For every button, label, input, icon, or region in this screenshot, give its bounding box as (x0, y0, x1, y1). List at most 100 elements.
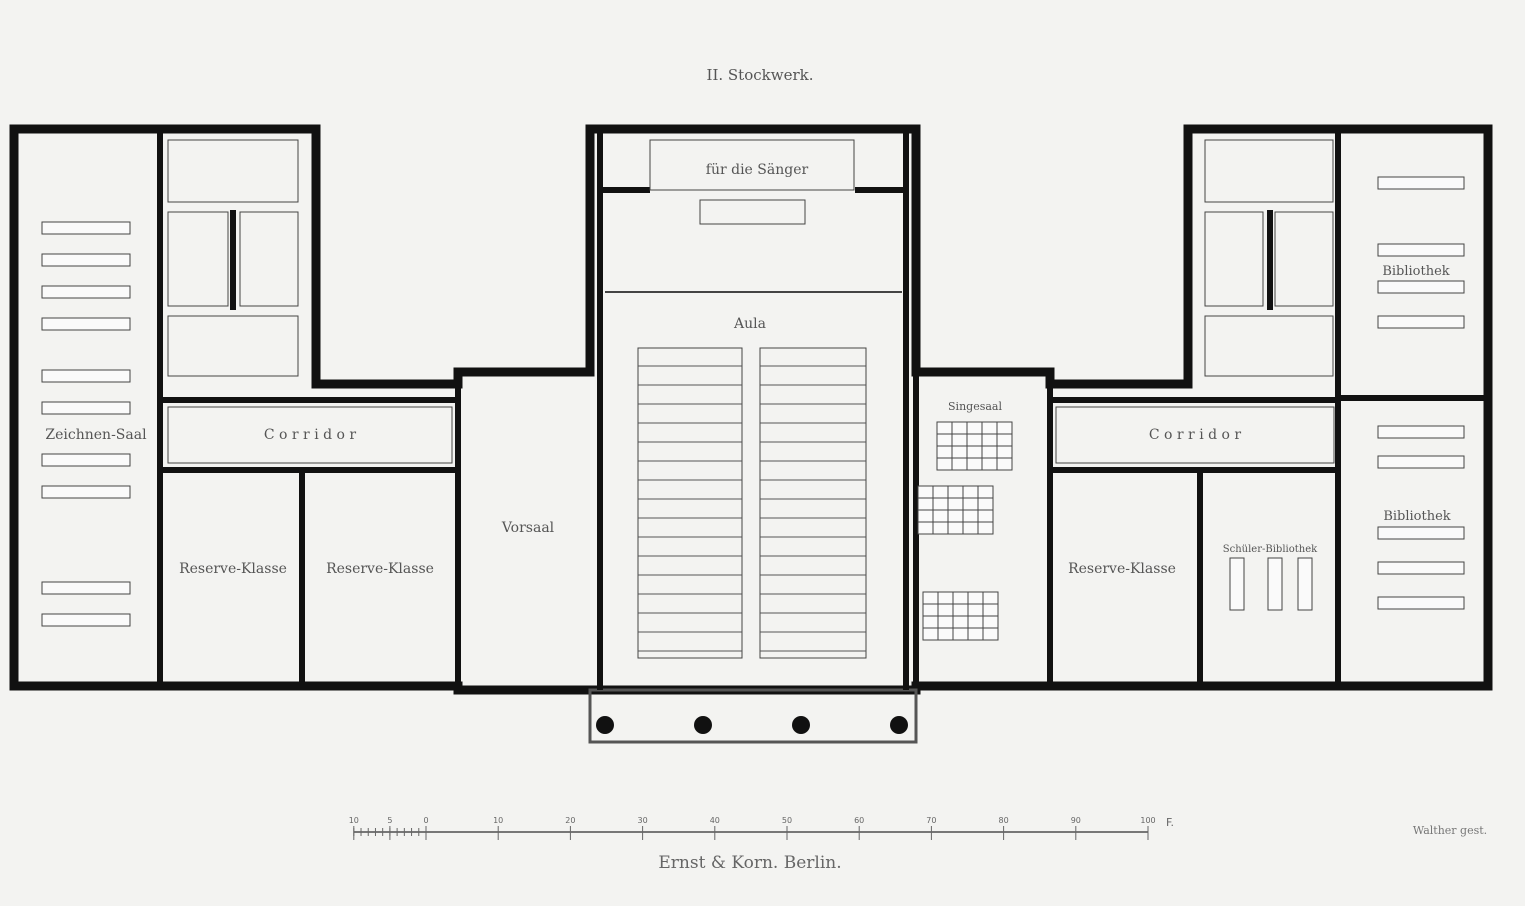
plan-title: II. Stockwerk. (707, 66, 814, 84)
desk (41, 285, 131, 299)
bookshelf (1377, 425, 1465, 439)
seat (966, 433, 983, 447)
desk (41, 253, 131, 267)
bench-block (759, 347, 867, 659)
seat (936, 421, 953, 435)
scale-tick-label: 90 (1071, 816, 1081, 825)
seat (981, 433, 998, 447)
desk (41, 401, 131, 415)
seat (966, 457, 983, 471)
seat (982, 615, 999, 629)
scale-tick-label: 50 (782, 816, 792, 825)
corridor-right: C o r r i d o r (1149, 427, 1242, 443)
seat (977, 509, 994, 523)
bookshelf (1377, 455, 1465, 469)
desk (41, 317, 131, 331)
seat (917, 497, 934, 511)
seat (937, 627, 954, 641)
publisher-credit: Ernst & Korn. Berlin. (658, 853, 841, 873)
seat (952, 627, 969, 641)
desk (41, 221, 131, 235)
scale-tick-label: 30 (638, 816, 648, 825)
seat (996, 457, 1013, 471)
seat (937, 591, 954, 605)
seat (982, 591, 999, 605)
seat (917, 521, 934, 535)
scale-tick-label: 80 (999, 816, 1009, 825)
corridor-bays (167, 406, 1335, 464)
seat (932, 485, 949, 499)
bookshelf (1377, 561, 1465, 575)
scale-tick-label: 70 (926, 816, 936, 825)
seat (962, 485, 979, 499)
desk (41, 453, 131, 467)
scale-tick-label: 10 (349, 816, 359, 825)
seat (981, 445, 998, 459)
staircases (167, 139, 1334, 377)
seat (982, 603, 999, 617)
room-zeichnen-saal: Zeichnen-Saal (45, 427, 147, 443)
classroom-desks (41, 176, 1465, 641)
scale-tick-label: 100 (1140, 816, 1155, 825)
seat (996, 445, 1013, 459)
bookshelf (1377, 176, 1465, 190)
seat (996, 421, 1013, 435)
scale-unit: F. (1166, 816, 1174, 829)
seat (936, 433, 953, 447)
seat (966, 445, 983, 459)
room-reserve-klasse-2: Reserve-Klasse (326, 561, 434, 577)
room-reserve-klasse-1: Reserve-Klasse (179, 561, 287, 577)
desk (41, 613, 131, 627)
seat (962, 521, 979, 535)
seat (952, 591, 969, 605)
seat (932, 509, 949, 523)
seat (947, 509, 964, 523)
room-saenger: für die Sänger (706, 162, 809, 178)
seat (937, 603, 954, 617)
room-singesaal: Singesaal (948, 400, 1002, 413)
bookshelf (1297, 557, 1313, 611)
seat (977, 485, 994, 499)
seat (936, 445, 953, 459)
seat (962, 509, 979, 523)
aula-benches (637, 347, 867, 659)
seat (977, 497, 994, 511)
room-bibliothek-2: Bibliothek (1383, 509, 1450, 524)
seat (922, 591, 939, 605)
seat (951, 445, 968, 459)
bookshelf (1267, 557, 1283, 611)
seat (922, 627, 939, 641)
seat (962, 497, 979, 511)
seat (967, 627, 984, 641)
desk (41, 581, 131, 595)
seat (932, 497, 949, 511)
seat (922, 615, 939, 629)
scale-tick-label: 5 (387, 816, 392, 825)
room-vorsaal: Vorsaal (501, 520, 555, 536)
seat (966, 421, 983, 435)
bench-block (637, 347, 743, 659)
seat (947, 521, 964, 535)
scale-tick-label: 10 (493, 816, 503, 825)
desk (41, 369, 131, 383)
seat (922, 603, 939, 617)
scale-tick-label: 60 (854, 816, 864, 825)
interior-walls (157, 129, 1488, 690)
bookshelf (1377, 243, 1465, 257)
seat (936, 457, 953, 471)
scale-tick-label: 40 (710, 816, 720, 825)
engraver-credit: Walther gest. (1413, 824, 1487, 837)
seat (937, 615, 954, 629)
seat (967, 591, 984, 605)
seat (917, 509, 934, 523)
room-schueler-bibliothek: Schüler-Bibliothek (1223, 544, 1318, 555)
portico-columns (596, 716, 908, 734)
desk (41, 485, 131, 499)
room-aula: Aula (733, 316, 766, 332)
seat (917, 485, 934, 499)
outer-walls (9, 124, 1493, 744)
seat (967, 615, 984, 629)
seat (981, 457, 998, 471)
